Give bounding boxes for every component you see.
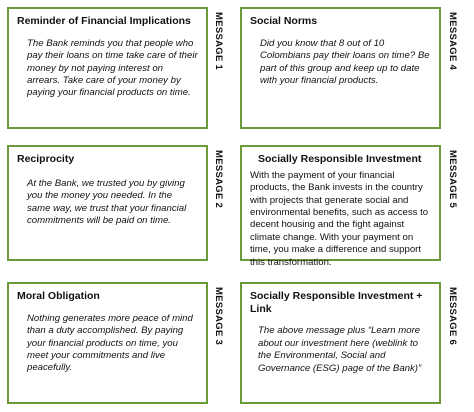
message-label-4: MESSAGE 4 xyxy=(447,12,458,71)
message-label-2: MESSAGE 2 xyxy=(213,150,224,209)
message-label-3: MESSAGE 3 xyxy=(213,287,224,346)
message-card-3: Moral Obligation Nothing generates more … xyxy=(7,282,208,404)
message-title-4: Social Norms xyxy=(250,15,318,27)
message-card-1: Reminder of Financial Implications The B… xyxy=(7,7,208,129)
message-body-3: Nothing generates more peace of mind tha… xyxy=(27,312,193,374)
message-label-5: MESSAGE 5 xyxy=(447,150,458,209)
message-body-4: Did you know that 8 out of 10 Colombians… xyxy=(260,37,430,86)
message-title-1: Reminder of Financial Implications xyxy=(17,15,191,27)
message-card-2: Reciprocity At the Bank, we trusted you … xyxy=(7,145,208,261)
message-body-6: The above message plus “Learn more about… xyxy=(258,325,422,374)
message-card-6: Socially Responsible Investment + Link T… xyxy=(240,282,441,404)
message-title-6: Socially Responsible Investment + Link xyxy=(250,290,423,315)
message-title-3: Moral Obligation xyxy=(17,290,100,302)
message-card-4: Social Norms Did you know that 8 out of … xyxy=(240,7,441,129)
message-body-1: The Bank reminds you that people who pay… xyxy=(27,37,198,99)
message-body-2: At the Bank, we trusted you by giving yo… xyxy=(27,177,187,226)
message-label-1: MESSAGE 1 xyxy=(213,12,224,71)
message-title-5: Socially Responsible Investment xyxy=(258,153,422,165)
message-card-5: Socially Responsible Investment With the… xyxy=(240,145,441,268)
message-title-2: Reciprocity xyxy=(17,153,75,165)
message-body-5: With the payment of your financial produ… xyxy=(250,169,429,268)
message-label-6: MESSAGE 6 xyxy=(447,287,458,346)
